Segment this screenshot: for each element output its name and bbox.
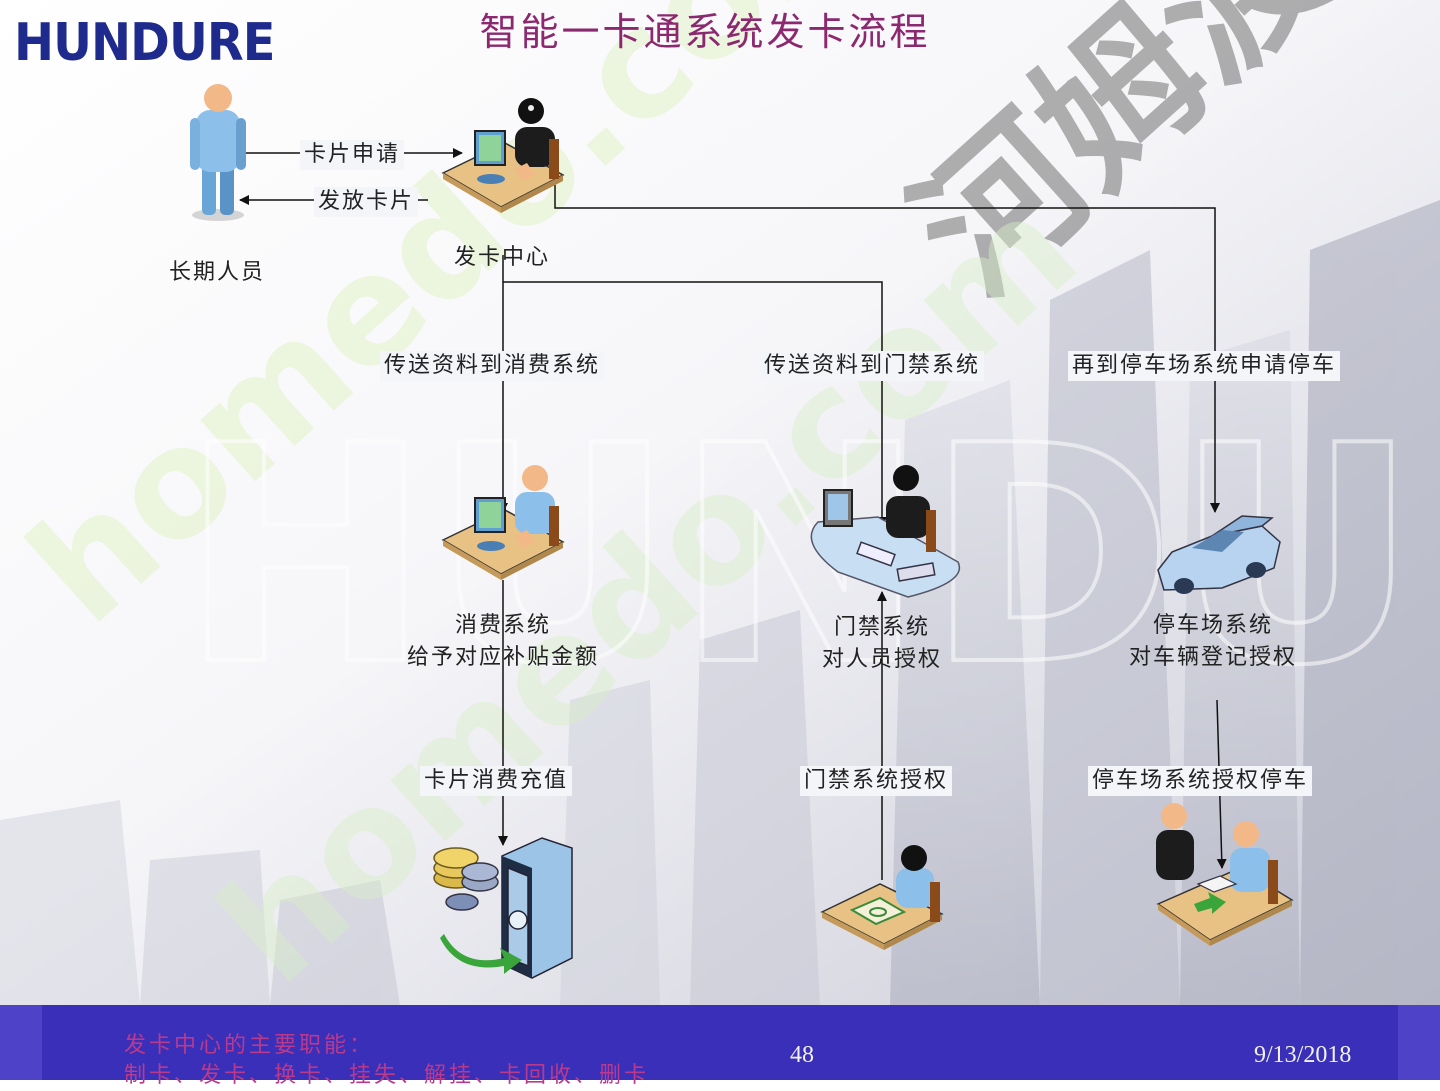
edge-label-card-issue: 发放卡片 [314,187,419,217]
consumption-system-icon [441,465,565,580]
access-control-system-icon [810,465,961,598]
node-label-access: 门禁系统 对人员授权 [782,612,982,676]
page-title: 智能一卡通系统发卡流程 [479,10,931,54]
edge-label-card-apply: 卡片申请 [300,140,405,170]
person-icon [190,84,246,221]
edge-to-access [503,281,887,527]
city-skyline-backdrop [0,200,1440,1005]
hundure-logo: HUNDURE [14,13,275,73]
parking-line1: 停车场系统 [1152,613,1273,638]
node-label-parking: 停车场系统 对车辆登记授权 [1103,610,1323,674]
parking-authorization-icon [1156,803,1294,946]
footer-bar [0,1005,1440,1080]
coins-and-safe-icon [433,837,573,979]
card-center-icon [441,98,565,213]
edge-label-to-access: 传送资料到门禁系统 [760,351,985,381]
consumption-line2: 给予对应补贴金额 [406,645,599,670]
access-line1: 门禁系统 [833,615,930,640]
edge-label-card-recharge: 卡片消费充值 [420,766,573,796]
edge-label-to-parking: 再到停车场系统申请停车 [1068,351,1341,381]
edge-label-access-auth: 门禁系统授权 [800,766,953,796]
access-authorization-icon [820,845,944,950]
parking-car-icon [1157,515,1281,594]
footer-line2: 制卡、发卡、换卡、挂失、解挂、卡回收、删卡 [124,1063,650,1088]
node-label-consumption: 消费系统 给予对应补贴金额 [383,610,623,674]
edge-label-to-consume: 传送资料到消费系统 [380,351,605,381]
slide-date: 9/13/2018 [1254,1042,1352,1068]
node-label-person: 长期人员 [168,260,265,285]
access-line2: 对人员授权 [821,647,942,672]
footer-notes: 发卡中心的主要职能： 制卡、发卡、换卡、挂失、解挂、卡回收、删卡 [124,1031,649,1091]
footer-line1: 发卡中心的主要职能： [124,1033,375,1058]
parking-line2: 对车辆登记授权 [1128,645,1297,670]
node-label-card-center: 发卡中心 [453,245,550,270]
footer-right-strip [1398,1005,1440,1080]
edge-label-parking-auth: 停车场系统授权停车 [1088,766,1313,796]
page-number: 48 [790,1042,814,1068]
footer-left-strip [0,1005,42,1080]
consumption-line1: 消费系统 [454,613,551,638]
